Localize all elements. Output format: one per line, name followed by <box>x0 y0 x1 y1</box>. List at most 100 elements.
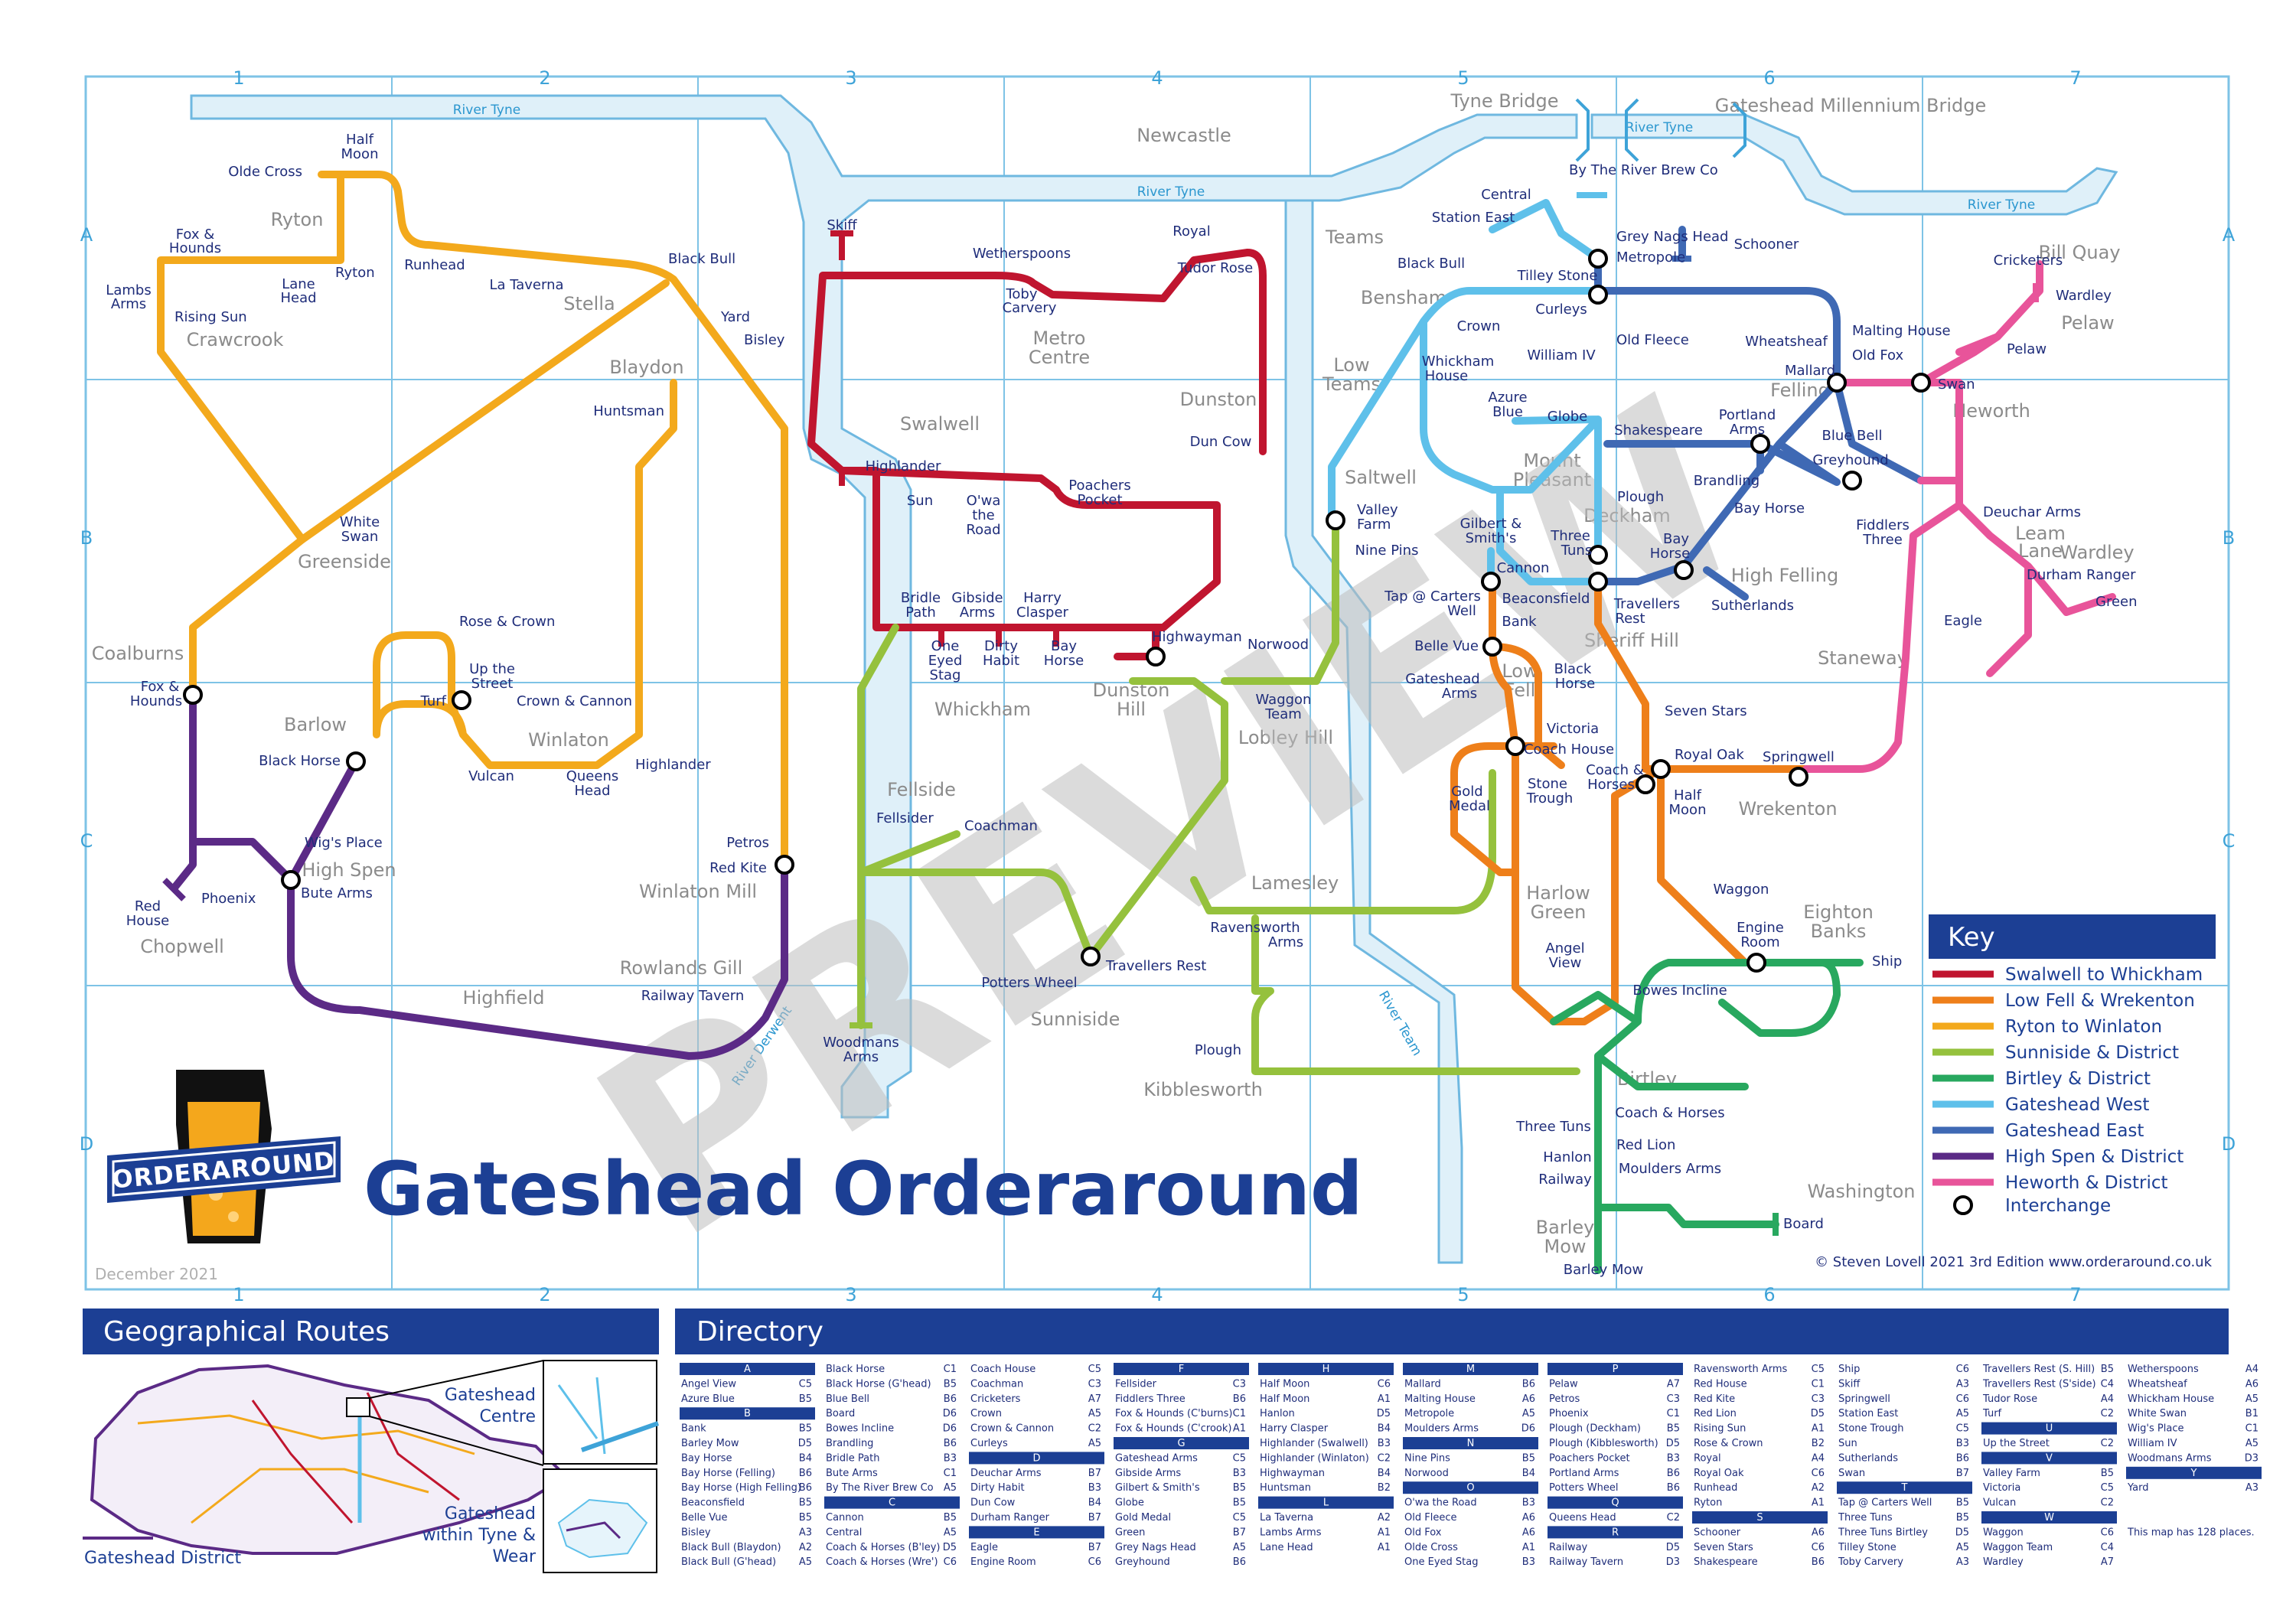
station-gibside-arms-2: Arms <box>960 605 995 621</box>
station-old-fox: Old Fox <box>1852 347 1903 363</box>
station-half-moon-wrekenton-2: Moon <box>1669 802 1707 818</box>
area-lamesley: Lamesley <box>1251 872 1339 894</box>
river-label-tyne-mid: River Tyne <box>1137 184 1205 200</box>
line-gateshead-east[interactable] <box>1594 226 1925 601</box>
directory-entry-ref: A1 <box>1378 1542 1391 1553</box>
station-waggon-team-1: Waggon <box>1256 692 1312 708</box>
line-low-fell-and-wrekenton[interactable] <box>1450 578 1810 1025</box>
key-label-3: Sunniside & District <box>2005 1043 2179 1063</box>
directory-entry-ref: A4 <box>2101 1393 2114 1405</box>
directory-entry-name: Crown & Cannon <box>970 1423 1054 1435</box>
directory-entry-name: Green <box>1115 1527 1145 1538</box>
grid-row-d-right: D <box>2222 1133 2236 1155</box>
line-heworth-and-district[interactable] <box>1802 260 2116 773</box>
directory-entry-name: Bute Arms <box>826 1468 878 1479</box>
directory-entry-name: Blue Bell <box>826 1393 869 1405</box>
directory-entry-ref: B7 <box>1233 1527 1246 1538</box>
directory-letter: M <box>1466 1364 1475 1375</box>
line-ryton-to-winlaton[interactable] <box>157 171 788 869</box>
line-sunniside-and-district[interactable] <box>857 517 1580 1075</box>
directory-entry-ref: B4 <box>1088 1498 1101 1509</box>
directory-entry-ref: B3 <box>1522 1498 1535 1509</box>
directory-letter-bar <box>1548 1496 1683 1509</box>
line-yellow-ryton <box>157 171 344 543</box>
grid-col-6: 6 <box>1763 67 1775 89</box>
directory-entry-ref: C6 <box>1956 1393 1969 1405</box>
directory-entry-name: Queens Head <box>1549 1512 1616 1524</box>
directory-entry-ref: B4 <box>1378 1423 1391 1435</box>
station-bank: Bank <box>1502 614 1537 630</box>
key-label-1: Low Fell & Wrekenton <box>2005 991 2195 1011</box>
station-whickham-house-1: Whickham <box>1422 354 1495 370</box>
station-red-kite: Red Kite <box>709 860 767 876</box>
station-shakespeare: Shakespeare <box>1614 422 1703 438</box>
directory-entry-ref: A5 <box>1522 1408 1535 1419</box>
directory-letter-bar <box>969 1526 1104 1539</box>
key-label-2: Ryton to Winlaton <box>2005 1017 2162 1037</box>
station-highlander-swalwell: Highlander <box>866 458 941 474</box>
directory-entry-name: Huntsman <box>1260 1482 1311 1494</box>
station-red-house-2: House <box>126 913 169 929</box>
area-metro-centre-2: Centre <box>1029 347 1090 368</box>
geo-label-centre-1: Gateshead <box>445 1386 536 1405</box>
directory-entry-ref: C6 <box>1812 1542 1825 1553</box>
station-three-tuns-1: Three <box>1550 528 1590 544</box>
river-team <box>1284 199 1463 1264</box>
line-gateshead-west[interactable] <box>1328 199 1602 585</box>
station-travellers-rest-sunniside: Travellers Rest <box>1105 958 1206 974</box>
interchange-belle-vue <box>1482 637 1502 657</box>
directory-entry-name: Ship <box>1838 1364 1860 1375</box>
grid-column-labels: 1 2 3 4 5 6 7 1 2 3 4 5 6 7 <box>233 67 2081 1305</box>
directory-entry-ref: C3 <box>1667 1393 1680 1405</box>
key-label-4: Birtley & District <box>2005 1069 2151 1089</box>
station-bute-arms: Bute Arms <box>301 885 373 901</box>
line-high-spen-and-district[interactable] <box>171 691 788 1060</box>
station-greyhound: Greyhound <box>1812 452 1888 468</box>
station-black-bull: Black Bull <box>668 251 735 267</box>
station-green: Green <box>2095 594 2138 610</box>
station-labels-lightgreen: Fellsider Coachman Potters Wheel Travell… <box>823 502 1398 1065</box>
station-half-moon-wrekenton-1: Half <box>1674 787 1702 803</box>
station-whickham-house-2: House <box>1425 368 1468 384</box>
station-white-swan-1: White <box>340 514 380 530</box>
directory-entry-ref: D6 <box>1521 1423 1535 1435</box>
directory-entry-ref: C6 <box>944 1556 957 1568</box>
directory-entry-ref: A5 <box>1088 1438 1101 1449</box>
station-railway-tavern: Railway Tavern <box>641 988 745 1004</box>
line-yellow-greenside <box>189 279 670 699</box>
grid-row-a: A <box>80 224 93 246</box>
directory-entry-ref: C1 <box>944 1364 957 1375</box>
area-bill-quay: Bill Quay <box>2038 242 2120 263</box>
interchange-greyhound <box>1842 471 1862 490</box>
directory-entry-name: Sutherlands <box>1838 1452 1898 1464</box>
directory-letter-bar <box>1981 1511 2117 1524</box>
line-birtley-and-district[interactable] <box>1550 959 1864 1274</box>
directory-entry-ref: C4 <box>2101 1542 2114 1553</box>
directory-entry-name: Bay Horse (Felling) <box>681 1468 775 1479</box>
station-lane-head-2: Head <box>280 290 316 306</box>
area-high-felling: High Felling <box>1731 565 1839 586</box>
directory-entry-ref: A5 <box>1088 1408 1101 1419</box>
area-coalburns: Coalburns <box>92 643 184 664</box>
area-harlow-green-2: Green <box>1531 901 1587 923</box>
line-red-loop <box>807 249 1267 631</box>
directory-entry-ref: B6 <box>1233 1556 1246 1568</box>
station-tap-carters-well-1: Tap @ Carters <box>1384 588 1481 605</box>
station-ravensworth-arms-2: Arms <box>1268 934 1303 950</box>
directory-entry-name: Old Fox <box>1404 1527 1442 1538</box>
station-belle-vue: Belle Vue <box>1414 638 1479 654</box>
station-moulders-arms: Moulders Arms <box>1619 1161 1721 1177</box>
station-harry-clasper-2: Clasper <box>1016 605 1068 621</box>
logo-banner <box>107 1136 341 1203</box>
station-runhead: Runhead <box>404 257 465 273</box>
station-one-eyed-stag-1: One <box>931 638 960 654</box>
station-blue-bell: Blue Bell <box>1822 428 1883 444</box>
interchange-valley-farm <box>1326 510 1345 530</box>
directory-entry-ref: C5 <box>1088 1364 1101 1375</box>
directory-entry-ref: A4 <box>2245 1364 2258 1375</box>
directory-letter-bar <box>1837 1481 1972 1494</box>
station-petros: Petros <box>726 835 769 851</box>
area-labels: Newcastle Ryton Crawcrook Stella Blaydon… <box>92 125 2135 1257</box>
